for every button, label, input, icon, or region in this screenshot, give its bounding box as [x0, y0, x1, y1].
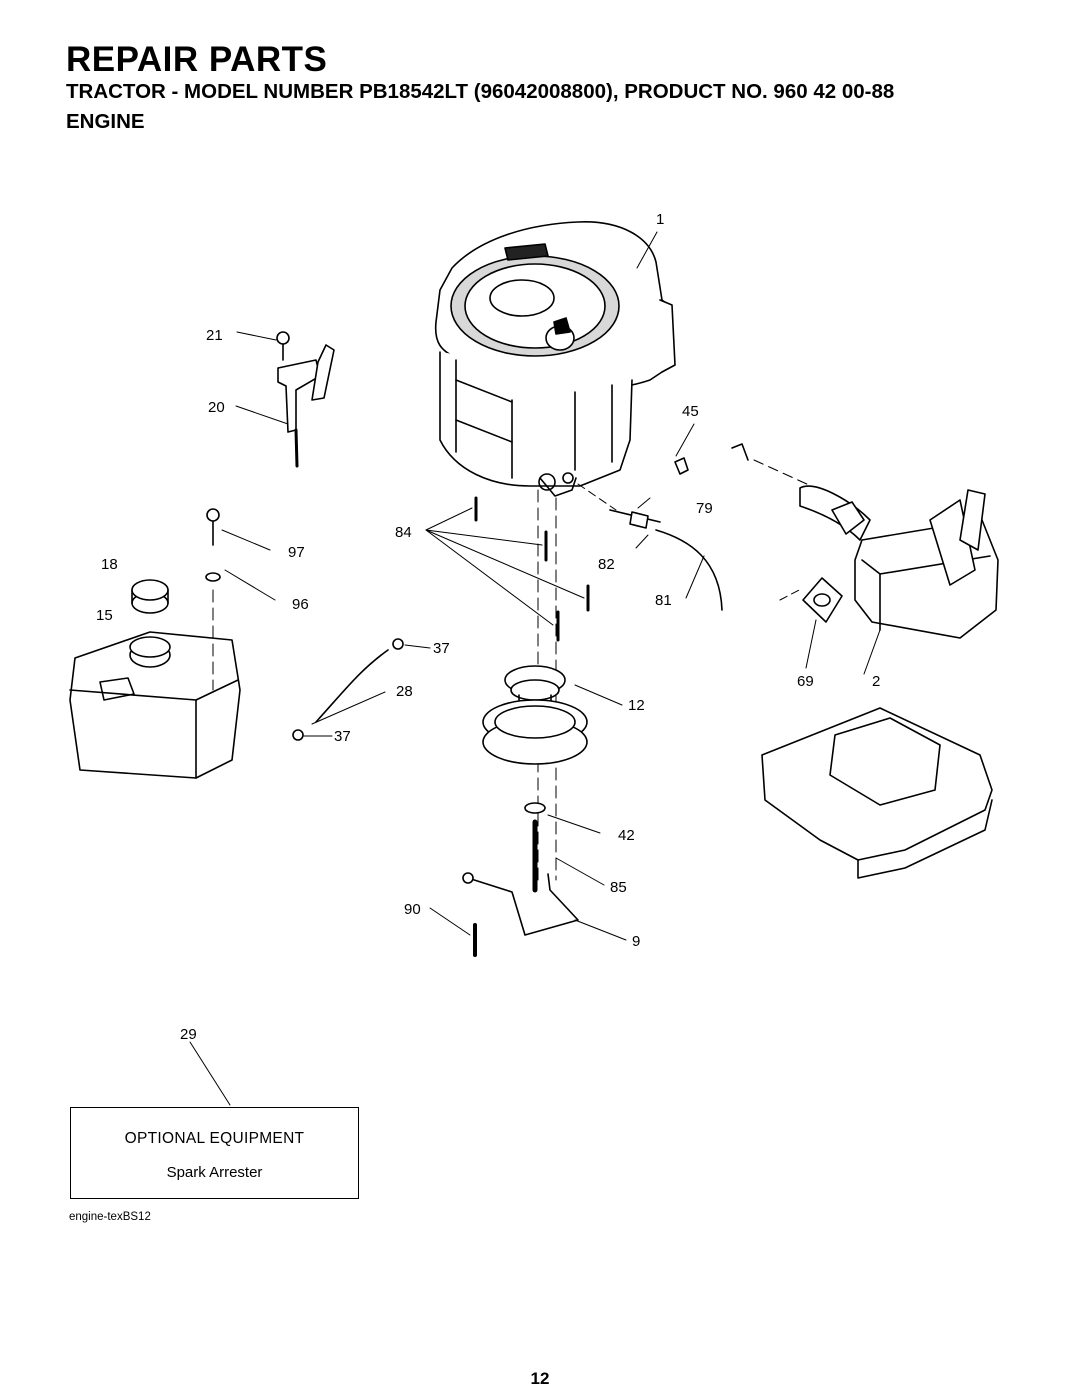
callout-37a: 37	[433, 640, 450, 657]
callout-29: 29	[180, 1026, 197, 1043]
exhaust-gasket	[779, 577, 843, 623]
page-title: REPAIR PARTS	[66, 40, 328, 79]
callout-97: 97	[288, 544, 305, 561]
engine-mount-plate	[761, 707, 993, 879]
callout-85: 85	[610, 879, 627, 896]
callout-labels: 1 21 20 45 79 84 97 18 82 81 96 15 37 69…	[96, 211, 880, 1043]
muffler-strap	[462, 872, 579, 957]
engine-illustration	[434, 221, 676, 497]
callout-82: 82	[598, 556, 615, 573]
callout-79: 79	[696, 500, 713, 517]
page-number: 12	[530, 1369, 550, 1388]
fuel-line	[292, 638, 404, 741]
callout-12: 12	[628, 697, 645, 714]
leader-lines	[189, 231, 881, 1106]
callout-2: 2	[872, 673, 880, 690]
callout-69: 69	[797, 673, 814, 690]
figure-id: engine-texBS12	[69, 1211, 151, 1223]
callout-21: 21	[206, 327, 223, 344]
callout-84: 84	[395, 524, 412, 541]
muffler	[799, 485, 999, 639]
callout-90: 90	[404, 901, 421, 918]
exhaust-fittings	[577, 443, 821, 611]
callout-28: 28	[396, 683, 413, 700]
callout-20: 20	[208, 399, 225, 416]
fuel-tank	[69, 631, 241, 779]
callout-96: 96	[292, 596, 309, 613]
callout-37b: 37	[334, 728, 351, 745]
callout-18: 18	[101, 556, 118, 573]
model-line: TRACTOR - MODEL NUMBER PB18542LT (960420…	[66, 80, 895, 103]
callout-1: 1	[656, 211, 664, 228]
pulley-bolt	[524, 802, 546, 893]
optional-equipment-title: OPTIONAL EQUIPMENT	[124, 1130, 305, 1147]
callout-42: 42	[618, 827, 635, 844]
optional-equipment-box: OPTIONAL EQUIPMENT Spark Arrester	[70, 1107, 359, 1199]
callout-15: 15	[96, 607, 113, 624]
section-title: ENGINE	[66, 110, 145, 133]
callout-9: 9	[632, 933, 640, 950]
optional-equipment-item: Spark Arrester	[166, 1164, 263, 1181]
fuel-cap	[131, 579, 169, 614]
callout-81: 81	[655, 592, 672, 609]
callout-45: 45	[682, 403, 699, 420]
engine-pulley	[482, 665, 588, 765]
screw-97	[205, 508, 221, 691]
throttle-control-bracket	[276, 331, 335, 468]
